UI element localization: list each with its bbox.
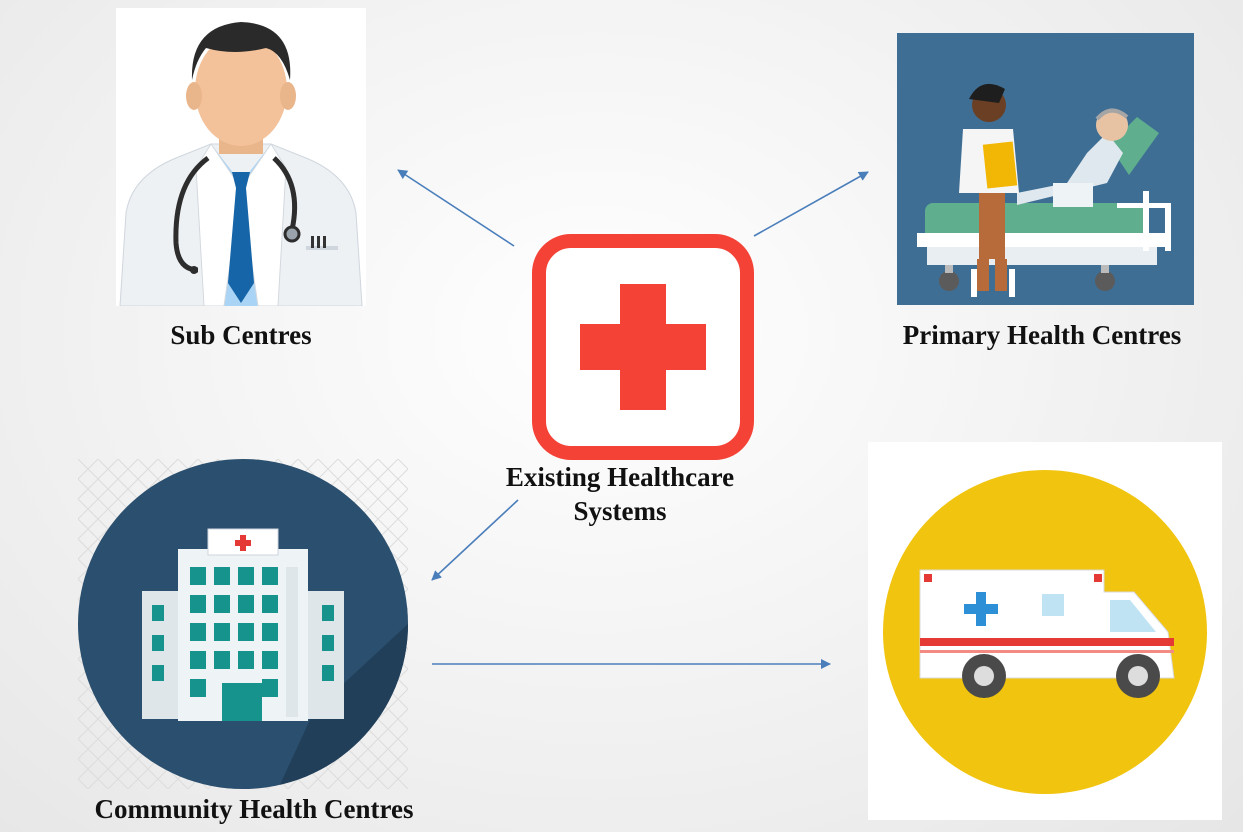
center-node	[530, 232, 756, 462]
community-health-centres-node	[78, 459, 408, 789]
primary-health-centres-node	[897, 33, 1194, 305]
hospital-bed-patient-icon	[897, 33, 1194, 305]
ambulance-node	[868, 442, 1222, 820]
sub-centres-node	[116, 8, 366, 306]
arrow-to-community-health-centres	[431, 499, 519, 581]
center-label: Existing Healthcare Systems	[455, 460, 785, 528]
sub-centres-label: Sub Centres	[170, 320, 312, 350]
center-label-line2: Systems	[573, 496, 667, 526]
ambulance-icon	[868, 442, 1222, 820]
center-label-line1: Existing Healthcare	[505, 462, 735, 492]
community-health-centres-label: Community Health Centres	[94, 794, 414, 824]
arrow-to-primary-health-centres	[753, 171, 869, 237]
doctor-icon	[116, 8, 366, 306]
hospital-building-icon	[78, 459, 408, 789]
arrow-to-sub-centres	[397, 169, 515, 247]
red-cross-icon	[532, 234, 754, 460]
primary-health-centres-label: Primary Health Centres	[902, 320, 1182, 350]
